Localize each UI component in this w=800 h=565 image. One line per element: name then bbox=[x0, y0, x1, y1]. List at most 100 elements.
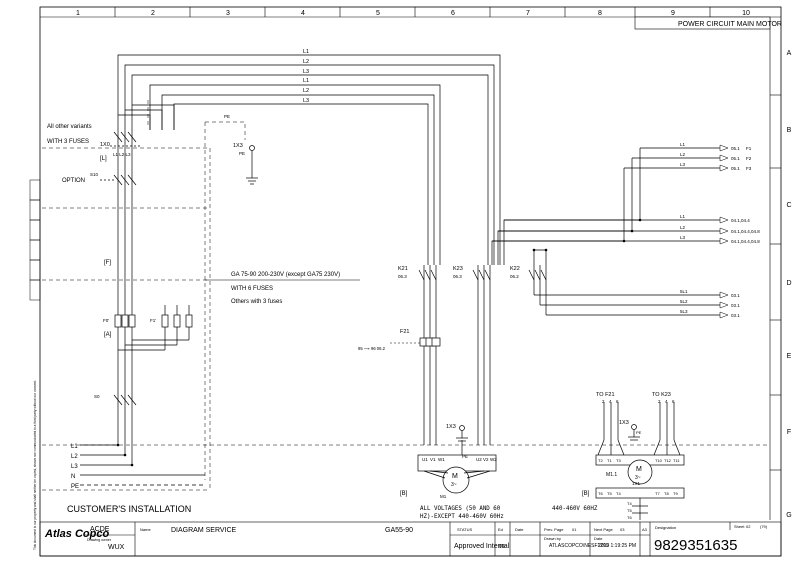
ref-tag: F1 bbox=[746, 146, 752, 151]
ref-arrows bbox=[719, 144, 729, 319]
contactor-k21 bbox=[418, 265, 437, 445]
ground-1x3-detail bbox=[628, 424, 640, 441]
next-page-label: Next Page bbox=[594, 527, 613, 532]
paper-size: A3 bbox=[642, 527, 648, 532]
ref-value: 03.1 bbox=[731, 293, 740, 298]
k22-tag: K22 bbox=[510, 266, 520, 272]
company-code: ACDE bbox=[90, 526, 110, 533]
prev-page-label: Prev. Page bbox=[544, 527, 564, 532]
contactor-k23 bbox=[472, 265, 491, 445]
f21-pin: 6 bbox=[616, 399, 619, 404]
f21-pin: 4 bbox=[609, 399, 612, 404]
k23-pin: 2 bbox=[658, 399, 661, 404]
detail-link-label: T5 bbox=[627, 508, 632, 513]
m1-phases: 3~ bbox=[451, 482, 457, 488]
fuse-f1-tag: F1' bbox=[150, 318, 156, 323]
drawing-owner-label: Drawing owner bbox=[87, 538, 112, 542]
column-labels: 1 2 3 4 5 6 7 8 9 10 bbox=[76, 10, 750, 17]
drawn-by: ATLASCOPCO\NESF1299 bbox=[549, 543, 609, 549]
ed-label: Ed bbox=[498, 527, 503, 532]
ref-line: L3 bbox=[680, 235, 686, 240]
all-other-variants-label: All other variants bbox=[47, 124, 92, 130]
row-label: F bbox=[787, 429, 791, 436]
ref-value: 05.1 bbox=[731, 166, 740, 171]
col-label: 10 bbox=[742, 10, 750, 17]
bracket-l: [L] bbox=[100, 156, 107, 162]
m1-voltage-note-2: HZ)-EXCEPT 440-460V 60Hz bbox=[420, 514, 504, 520]
ref-value: 04.1,04.4,04.8 bbox=[731, 229, 760, 234]
title-block bbox=[39, 521, 782, 557]
detail-motor-tag: M1.1 bbox=[606, 472, 617, 478]
note-with-6-fuses: WITH 6 FUSES bbox=[231, 286, 273, 292]
detail-top-terminal: T12 bbox=[664, 458, 672, 463]
f21-ref: 95 ⟿ 96 06.2 bbox=[358, 346, 386, 351]
ref-value: 03.1 bbox=[731, 303, 740, 308]
motor-m1 bbox=[417, 440, 497, 494]
ref-line: L2 bbox=[680, 152, 686, 157]
tag-1x3-left: 1X3 bbox=[233, 143, 243, 149]
customers-installation: CUSTOMER'S INSTALLATION bbox=[67, 504, 191, 514]
supply-pe: PE bbox=[71, 484, 79, 490]
detail-top-terminal: T1 bbox=[607, 458, 612, 463]
m1-voltage-note-1: ALL VOLTAGES (50 AND 60 bbox=[420, 506, 501, 512]
supply-l3: L3 bbox=[71, 464, 78, 470]
with-3-fuses-label: WITH 3 FUSES bbox=[47, 139, 89, 145]
ref-value: 03.1 bbox=[731, 313, 740, 318]
m1-terminal: U1 bbox=[422, 457, 428, 462]
sheet-border bbox=[39, 6, 782, 557]
col-label: 7 bbox=[526, 10, 530, 17]
designation-label: Designation bbox=[655, 525, 676, 530]
note-ga75-90: GA 75-90 200-230V (except GA75 230V) bbox=[231, 272, 340, 278]
col-label: 8 bbox=[598, 10, 602, 17]
ref-tag: F3 bbox=[746, 166, 752, 171]
k22-ref: 06.2 bbox=[510, 274, 519, 279]
row-label: B bbox=[787, 127, 792, 134]
col-label: 3 bbox=[226, 10, 230, 17]
bus-label: L1 bbox=[303, 78, 309, 84]
overload-f21 bbox=[419, 337, 441, 347]
left-feed bbox=[117, 104, 190, 465]
m1-terminal: V1 bbox=[430, 457, 436, 462]
title-block-text: Atlas Copco ACDE Drawing owner WUX Name … bbox=[44, 524, 768, 554]
pe-top: PE bbox=[224, 114, 230, 119]
ref-line: 5L1 bbox=[680, 289, 688, 294]
right-feed-lines bbox=[491, 147, 720, 316]
ref-line: L1 bbox=[680, 214, 686, 219]
detail-bottom-terminal: T9 bbox=[673, 491, 678, 496]
sheet-total: (79) bbox=[760, 524, 768, 529]
drawing-owner: WUX bbox=[108, 544, 125, 551]
detail-bottom-terminal: T6 bbox=[598, 491, 603, 496]
name-label: Name bbox=[140, 527, 151, 532]
detail-bottom-terminal: T4 bbox=[616, 491, 621, 496]
drawn-by-label: Drawn by bbox=[544, 536, 561, 541]
detail-top-terminal: T3 bbox=[616, 458, 621, 463]
supply-n: N bbox=[71, 474, 75, 480]
ref-line: 5L2 bbox=[680, 299, 688, 304]
detail-bracket: [B] bbox=[582, 491, 590, 497]
m1-terminal: U2 bbox=[476, 457, 482, 462]
detail-bottom-terminal: T8 bbox=[664, 491, 669, 496]
prev-page: 01 bbox=[572, 527, 577, 532]
supply-l1: L1 bbox=[71, 444, 78, 450]
status-label: STATUS bbox=[457, 527, 473, 532]
next-page: 03 bbox=[620, 527, 625, 532]
right-refs: L1 05.1 F1 L2 05.1 F2 L3 05.1 F3 L1 04.1… bbox=[680, 142, 760, 318]
ref-value: 05.1 bbox=[731, 156, 740, 161]
detail-bottom-terminal: T7 bbox=[655, 491, 660, 496]
m1-1x3: 1X3 bbox=[446, 424, 456, 430]
sheet-title: POWER CIRCUIT MAIN MOTOR bbox=[678, 21, 782, 28]
status-value: Approved Internal bbox=[454, 543, 510, 550]
switch-1x0 bbox=[110, 131, 140, 147]
ground-1x3-left bbox=[246, 145, 258, 185]
f21-tag: F21 bbox=[400, 329, 409, 335]
model: GA55-90 bbox=[385, 527, 413, 534]
row-label: A bbox=[787, 50, 792, 57]
disclaimer: This document is our property and shall … bbox=[33, 380, 37, 550]
pe-left: PE bbox=[239, 151, 245, 156]
date-label-2: Date bbox=[594, 536, 603, 541]
bus-label: L2 bbox=[303, 88, 309, 94]
m1-terminal: V2 bbox=[483, 457, 489, 462]
m1-tag: M1 bbox=[440, 494, 447, 499]
detail-bottom-terminal: T5 bbox=[607, 491, 612, 496]
